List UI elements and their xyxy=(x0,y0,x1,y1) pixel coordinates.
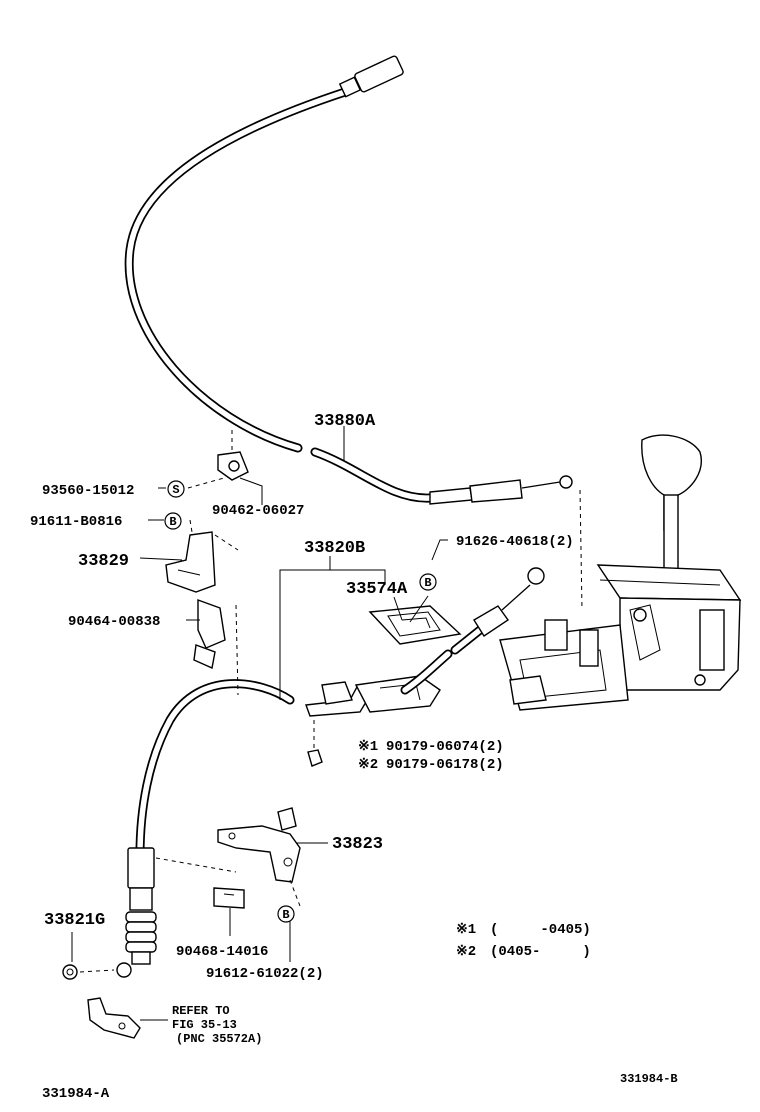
label-90462-06027: 90462-06027 xyxy=(212,503,304,519)
label-33820B: 33820B xyxy=(304,539,365,558)
marker-b-91612: B xyxy=(277,905,295,923)
shift-cable-upper[interactable] xyxy=(124,55,573,505)
figure-code-left: 331984-A xyxy=(42,1086,110,1102)
grommet-33574A[interactable] xyxy=(368,605,462,645)
refer-line-1: REFER TO xyxy=(172,1004,230,1018)
shift-lever-assembly[interactable] xyxy=(499,434,742,711)
marker-b-91611: B xyxy=(164,512,182,530)
label-90464-00838: 90464-00838 xyxy=(68,614,160,630)
note-mark-2a: ※2 xyxy=(358,757,378,773)
label-91612-61022: 91612-61022(2) xyxy=(206,966,324,982)
boot-bellows xyxy=(125,911,157,953)
label-90179-06074: 90179-06074(2) xyxy=(386,739,504,755)
svg-text:B: B xyxy=(282,908,289,922)
refer-line-2: FIG 35-13 xyxy=(172,1018,237,1032)
inner-cable-shifter[interactable] xyxy=(450,567,545,655)
label-91611-B0816: 91611-B0816 xyxy=(30,514,122,530)
figure-code-right: 331984-B xyxy=(620,1072,678,1086)
label-93560-15012: 93560-15012 xyxy=(42,483,134,499)
note-mark-1: ※1 xyxy=(456,922,476,938)
clip-90468[interactable] xyxy=(213,887,245,936)
bracket-33823[interactable] xyxy=(217,807,301,883)
label-33823: 33823 xyxy=(332,835,383,854)
nut-33821G[interactable] xyxy=(62,932,115,980)
label-33574A: 33574A xyxy=(346,580,408,599)
bracket-33829[interactable] xyxy=(165,519,239,593)
label-33880A: 33880A xyxy=(314,412,376,431)
note-text-1: ( -0405) xyxy=(490,922,591,938)
label-90179-06178: 90179-06178(2) xyxy=(386,757,504,773)
svg-text:B: B xyxy=(424,576,431,590)
refer-line-3: (PNC 35572A) xyxy=(176,1032,262,1046)
clip-90464[interactable] xyxy=(193,599,226,669)
label-91626-40618: 91626-40618(2) xyxy=(456,534,574,550)
note-mark-2: ※2 xyxy=(456,944,476,960)
label-90468-14016: 90468-14016 xyxy=(176,944,268,960)
clip-90462[interactable] xyxy=(187,430,263,505)
marker-b-91626: B xyxy=(419,573,437,591)
svg-text:S: S xyxy=(172,483,179,497)
label-33821G: 33821G xyxy=(44,911,105,930)
bracket-refer[interactable] xyxy=(87,997,141,1039)
label-33829: 33829 xyxy=(78,552,129,571)
shift-cable-lower[interactable] xyxy=(116,604,295,978)
note-mark-1a: ※1 xyxy=(358,739,378,755)
nut-90179[interactable] xyxy=(307,720,323,767)
svg-text:B: B xyxy=(169,515,176,529)
marker-s-93560: S xyxy=(167,480,185,498)
leader-lines xyxy=(139,426,448,1021)
note-text-2: (0405- ) xyxy=(490,944,591,960)
bracket-plate[interactable] xyxy=(305,649,453,717)
